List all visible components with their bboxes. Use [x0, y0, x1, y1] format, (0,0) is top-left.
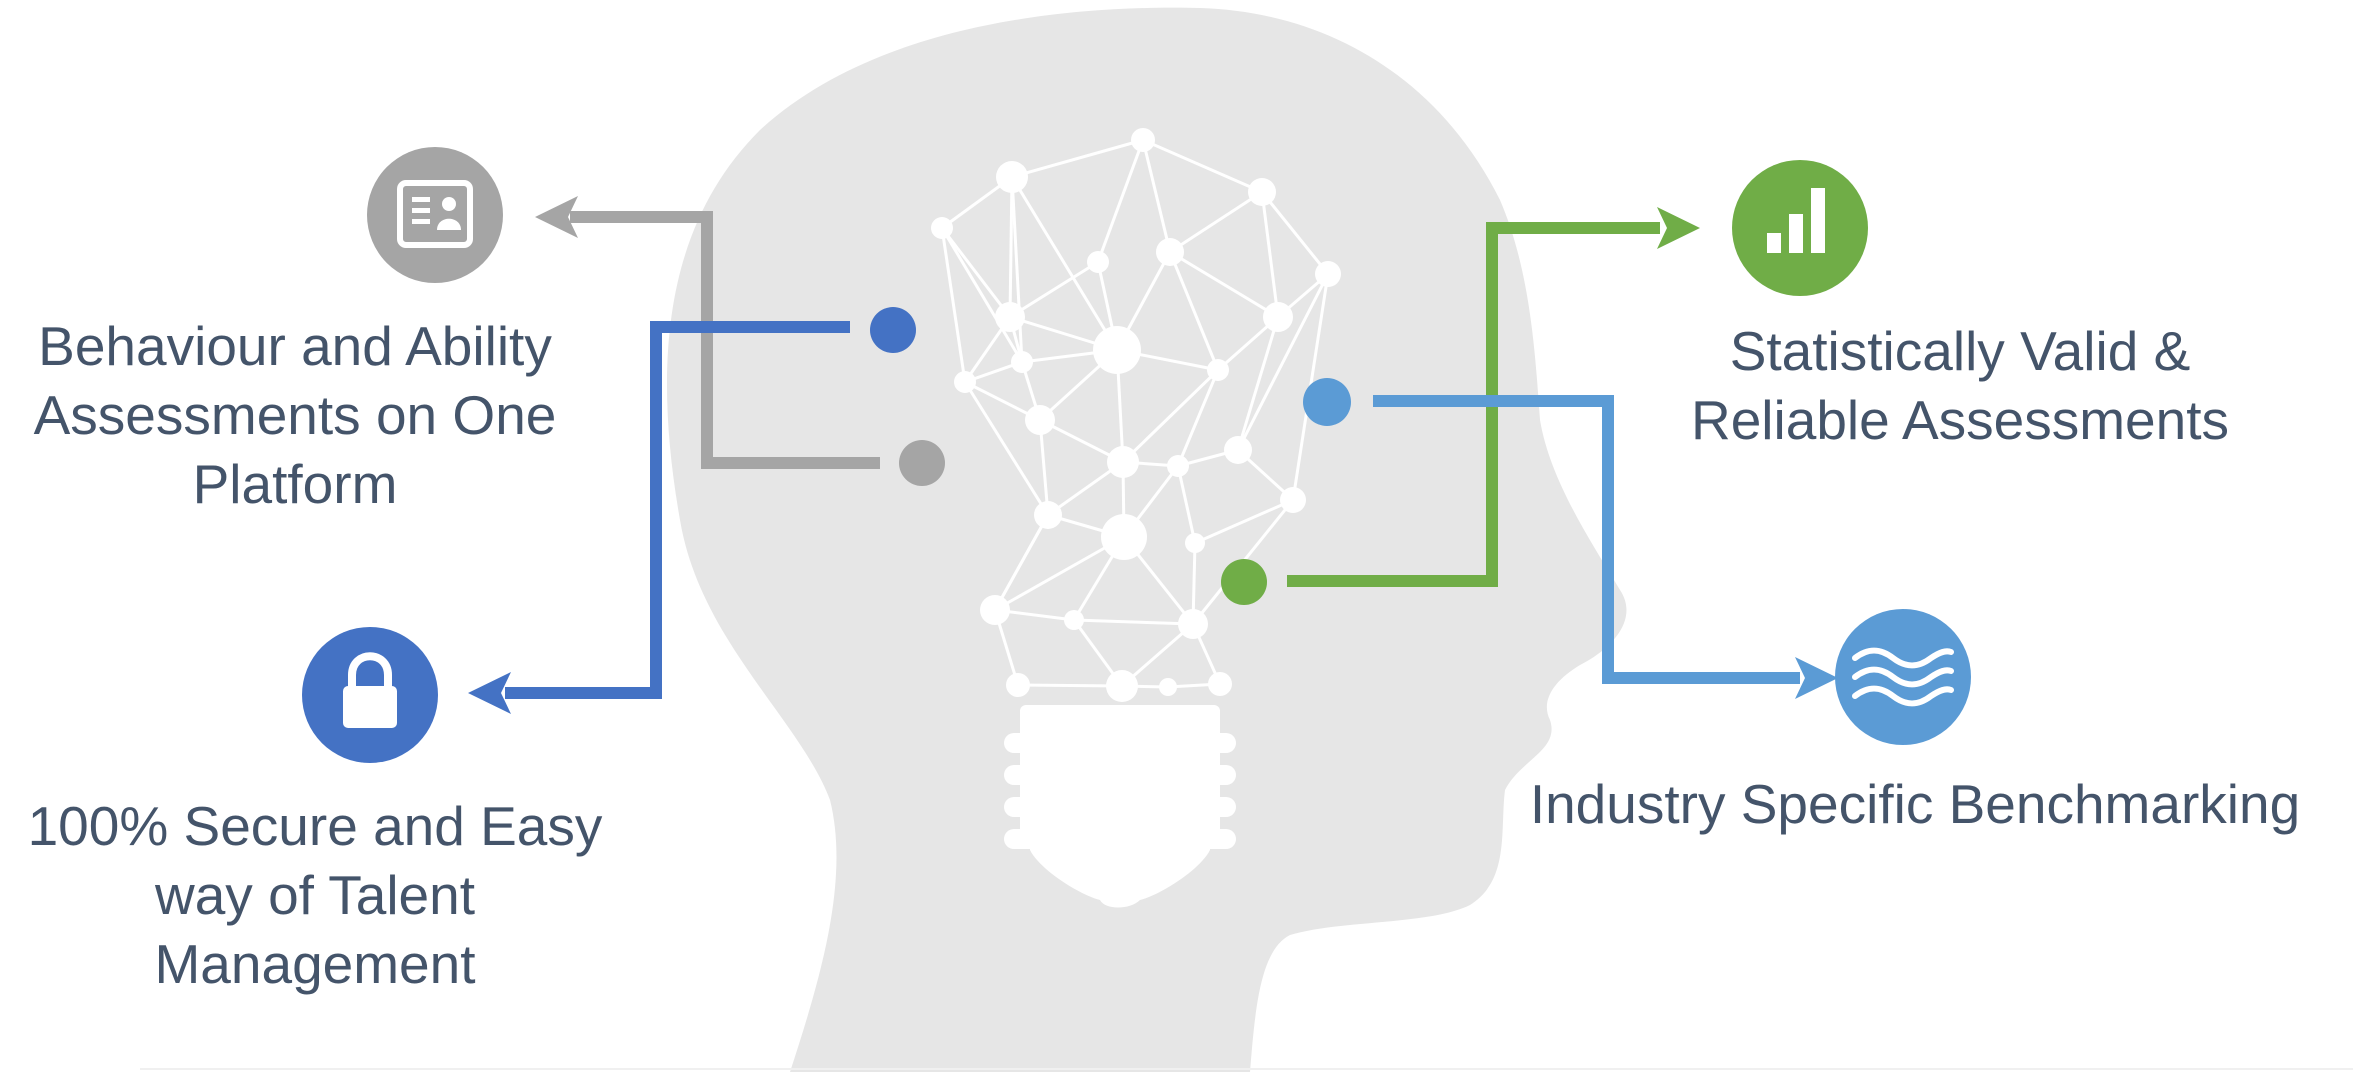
label-behaviour-line-3: Platform [192, 453, 398, 515]
network-edge [1260, 191, 1280, 318]
network-edge [1169, 190, 1263, 254]
arrowhead-light-blue [1795, 657, 1838, 699]
anchor-dot-dark-blue [870, 307, 916, 353]
label-secure-line-2: way of Talent [154, 864, 475, 926]
network-node [1315, 261, 1341, 287]
lock-icon [302, 627, 438, 763]
network-edge [1141, 139, 1172, 253]
label-industry-line-1: Industry Specific Benchmarking [1529, 773, 2301, 835]
label-industry: Industry Specific Benchmarking [1505, 770, 2325, 839]
network-node [1006, 673, 1030, 697]
network-edge [1038, 419, 1050, 516]
connector-gray [570, 211, 880, 469]
network-node [1093, 326, 1141, 374]
network-edge [1017, 683, 1123, 688]
network-edge [1260, 191, 1330, 275]
network-node [1106, 670, 1138, 702]
anchor-dot-gray [899, 440, 945, 486]
label-behaviour-line-1: Behaviour and Ability [38, 315, 552, 377]
network-edge [1236, 316, 1280, 451]
network-edge [1011, 138, 1144, 179]
network-node [954, 371, 976, 393]
network-edge [963, 381, 1050, 516]
network-edge [1194, 498, 1294, 545]
network-edge [1169, 250, 1279, 319]
waves-icon [1835, 609, 1971, 745]
label-behaviour-line-2: Assessments on One [33, 384, 557, 446]
network-node [1159, 678, 1177, 696]
network-edge [940, 227, 1012, 318]
label-secure-line-3: Management [154, 933, 476, 995]
network-node [1208, 672, 1232, 696]
network-edge [993, 514, 1050, 611]
network-node [1131, 128, 1155, 152]
label-secure-line-1: 100% Secure and Easy [27, 795, 603, 857]
label-behaviour: Behaviour and Ability Assessments on One… [15, 312, 575, 519]
label-statistical-line-2: Reliable Assessments [1690, 389, 2230, 451]
connector-dark-blue [505, 321, 850, 699]
network-node [995, 302, 1025, 332]
connector-light-blue [1373, 395, 1800, 684]
anchor-dot-light-blue [1303, 378, 1351, 426]
network-node [1248, 178, 1276, 206]
network-node [1034, 501, 1062, 529]
label-secure: 100% Secure and Easy way of Talent Manag… [25, 792, 605, 999]
network-node [931, 217, 953, 239]
network-edge [994, 535, 1125, 612]
network-node [1087, 251, 1109, 273]
network-edge [940, 227, 967, 383]
network-node [1178, 609, 1208, 639]
network-edge [1142, 138, 1263, 194]
network-edge [1010, 176, 1024, 363]
network-edge [1121, 368, 1220, 464]
network-edge [1176, 369, 1220, 467]
anchor-dot-green [1221, 559, 1267, 605]
network-edge [1176, 465, 1197, 544]
network-node [1263, 302, 1293, 332]
network-node [1224, 436, 1252, 464]
network-node [1207, 359, 1229, 381]
network-node [1156, 238, 1184, 266]
network-edge [1168, 251, 1220, 371]
network-node [1064, 610, 1084, 630]
arrowhead-green [1657, 207, 1700, 249]
id-card-icon [367, 147, 503, 283]
network-edge [1236, 273, 1330, 451]
network-node [1025, 405, 1055, 435]
network-node [1011, 351, 1033, 373]
network-edge [1009, 260, 1099, 319]
network-edge [1096, 139, 1145, 263]
network-node [980, 595, 1010, 625]
network-node [996, 161, 1028, 193]
label-statistical-line-1: Statistically Valid & [1729, 320, 2191, 382]
label-statistical: Statistically Valid & Reliable Assessmen… [1670, 317, 2250, 455]
network-node [1280, 487, 1306, 513]
network-edge [1010, 176, 1119, 351]
bar-chart-icon [1732, 160, 1868, 296]
arrowhead-dark-blue [468, 672, 511, 714]
bulb-base [1004, 705, 1236, 908]
network-edge [1008, 176, 1014, 318]
network-edge [940, 227, 1024, 363]
network-node [1101, 514, 1147, 560]
network-nodes [931, 128, 1341, 702]
bottom-divider [140, 1068, 2353, 1070]
network-node [1167, 455, 1189, 477]
network-node [1185, 533, 1205, 553]
network-edge [1073, 618, 1194, 626]
network-node [1107, 446, 1139, 478]
arrowhead-gray [535, 196, 578, 238]
